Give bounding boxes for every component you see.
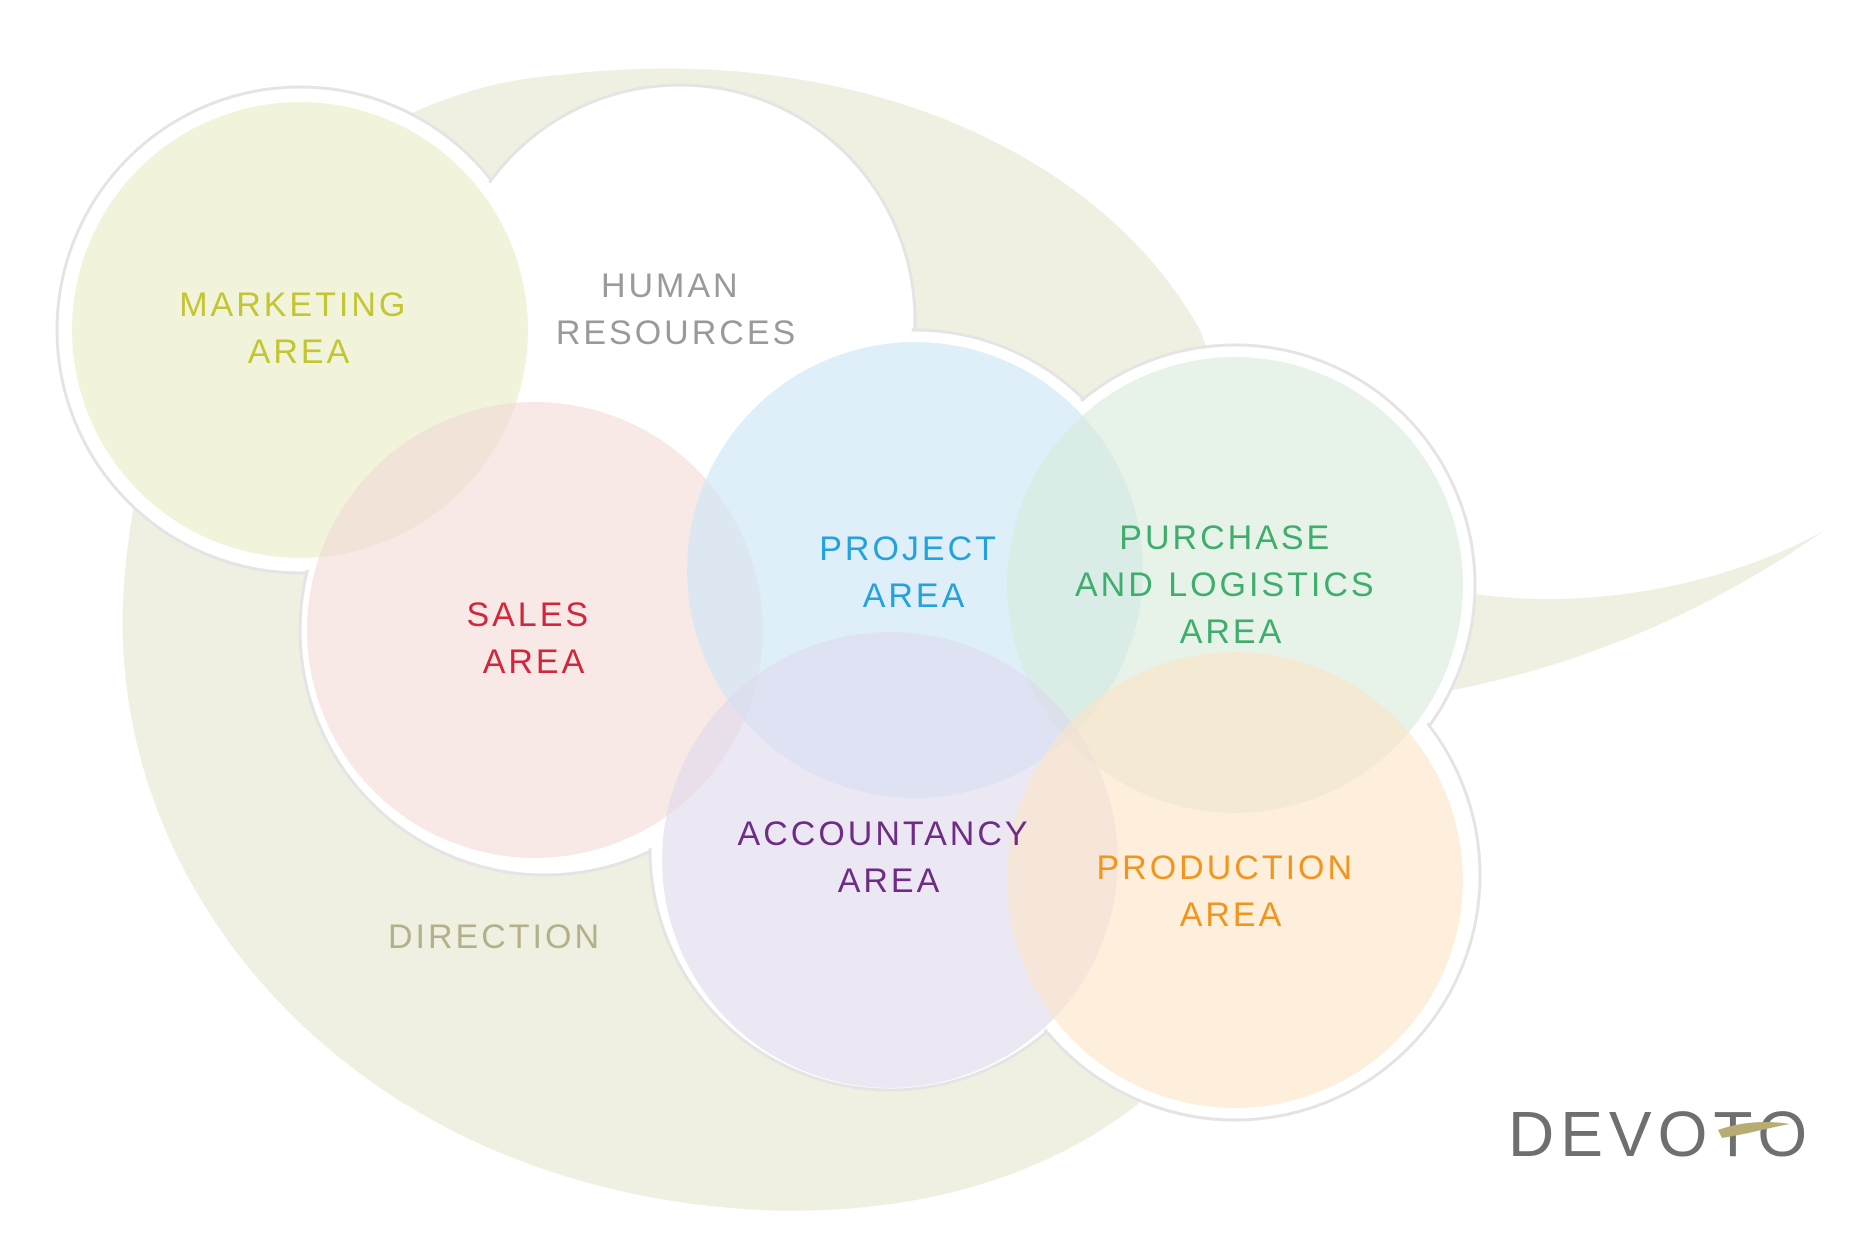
- sales-line-2: AREA: [483, 643, 588, 681]
- marketing-line-2: AREA: [248, 333, 353, 371]
- marketing-label: MARKETING AREA: [179, 286, 421, 371]
- sales-label: SALES AREA: [466, 596, 603, 681]
- logo-text: DEVOTO: [1508, 1098, 1813, 1170]
- purchase-label: PURCHASE AND LOGISTICS AREA: [1075, 519, 1389, 651]
- accountancy-line-1: ACCOUNTANCY: [738, 815, 1030, 853]
- human-resources-label: HUMAN RESOURCES: [556, 267, 798, 352]
- accountancy-label: ACCOUNTANCY AREA: [738, 815, 1043, 900]
- accountancy-circle: [662, 632, 1118, 1088]
- production-line-2: AREA: [1180, 896, 1285, 934]
- logo-swoosh-icon: [1718, 1122, 1790, 1138]
- sales-line-1: SALES: [466, 596, 591, 634]
- production-label: PRODUCTION AREA: [1096, 849, 1367, 934]
- project-line-2: AREA: [863, 577, 968, 615]
- production-line-1: PRODUCTION: [1096, 849, 1355, 887]
- accountancy-line-2: AREA: [838, 862, 943, 900]
- project-line-1: PROJECT: [819, 530, 998, 568]
- project-label: PROJECT AREA: [819, 530, 1011, 615]
- purchase-line-1: PURCHASE: [1119, 519, 1332, 557]
- sales-circle: [307, 402, 763, 858]
- production-circle: [1007, 652, 1463, 1108]
- human-resources-line-2: RESOURCES: [556, 314, 798, 352]
- marketing-line-1: MARKETING: [179, 286, 408, 324]
- direction-label: DIRECTION: [388, 918, 602, 956]
- purchase-line-3: AREA: [1180, 613, 1285, 651]
- purchase-line-2: AND LOGISTICS: [1075, 566, 1377, 604]
- human-resources-line-1: HUMAN: [601, 267, 741, 305]
- devoto-logo: DEVOTO: [1508, 1098, 1813, 1170]
